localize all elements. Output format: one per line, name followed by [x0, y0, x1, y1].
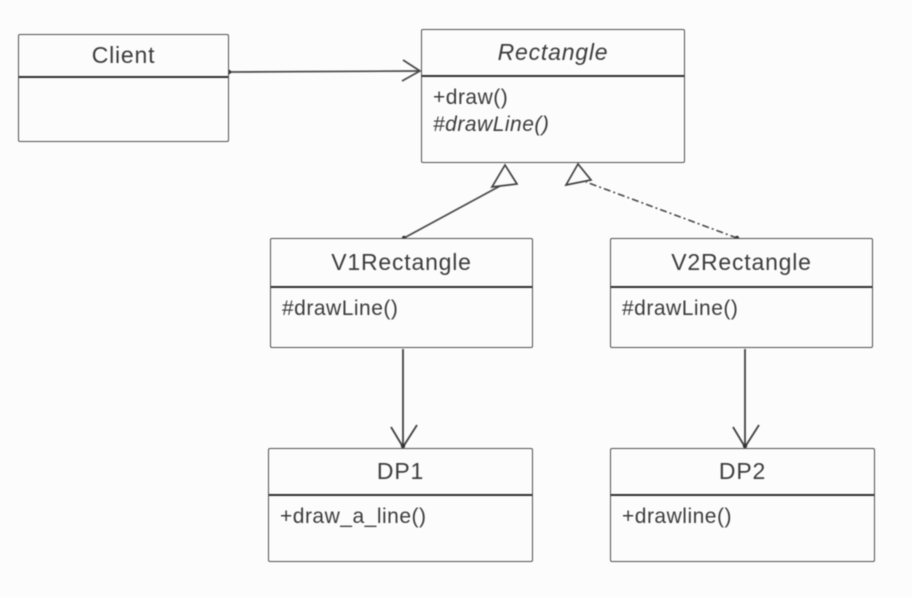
- compartment-divider: [269, 494, 532, 496]
- compartment-divider: [611, 286, 872, 288]
- class-body-v1rectangle: #drawLine(): [271, 288, 532, 322]
- edge-v2rectangle-to-dp2: [732, 349, 760, 449]
- hollow-triangle-arrowhead-icon: [490, 163, 519, 189]
- method-drawline: #drawLine(): [282, 297, 399, 320]
- method-draw-a-line: +draw_a_line(): [280, 505, 427, 528]
- class-body-v2rectangle: #drawLine(): [611, 288, 872, 322]
- class-name-dp1: DP1: [376, 458, 425, 484]
- class-name-v1rectangle: V1Rectangle: [331, 249, 472, 275]
- edge-v1rectangle-to-rectangle: [401, 163, 519, 241]
- compartment-divider: [19, 76, 228, 78]
- method-drawline-abstract: #drawLine(): [433, 113, 550, 136]
- class-name-client: Client: [91, 42, 156, 68]
- class-body-client: [19, 78, 228, 141]
- edge-v2rectangle-to-rectangle: [564, 162, 740, 241]
- class-box-v2rectangle: V2Rectangle #drawLine(): [610, 238, 873, 348]
- open-arrowhead-icon: [401, 59, 422, 82]
- class-box-dp1: DP1 +draw_a_line(): [268, 448, 533, 562]
- class-box-rectangle: Rectangle +draw() #drawLine(): [421, 29, 685, 163]
- hollow-triangle-arrowhead-icon: [564, 162, 593, 187]
- class-name-dp2: DP2: [718, 458, 767, 484]
- class-box-client: Client: [18, 34, 229, 142]
- edge-v1rectangle-to-dp1: [390, 349, 418, 449]
- method-drawline-lower: +drawline(): [622, 505, 732, 528]
- method-draw: +draw(): [433, 86, 509, 109]
- open-arrowhead-icon: [390, 424, 418, 449]
- class-name-v2rectangle: V2Rectangle: [671, 249, 812, 275]
- compartment-divider: [271, 286, 532, 288]
- edge-client-to-rectangle: [226, 59, 422, 82]
- compartment-divider: [422, 75, 684, 77]
- class-box-dp2: DP2 +drawline(): [610, 448, 875, 562]
- class-body-dp2: +drawline(): [611, 496, 874, 530]
- class-body-rectangle: +draw() #drawLine(): [422, 77, 684, 138]
- class-box-v1rectangle: V1Rectangle #drawLine(): [270, 238, 533, 348]
- compartment-divider: [611, 494, 874, 496]
- open-arrowhead-icon: [732, 424, 760, 449]
- class-name-rectangle: Rectangle: [497, 39, 609, 65]
- class-body-dp1: +draw_a_line(): [269, 496, 532, 530]
- method-drawline: #drawLine(): [622, 297, 739, 320]
